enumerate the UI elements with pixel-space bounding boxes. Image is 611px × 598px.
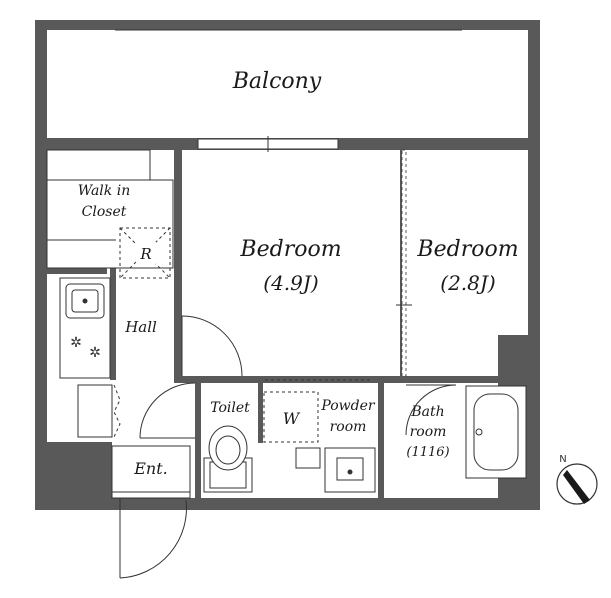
shoe-cabinet bbox=[77, 384, 121, 438]
bath-room-label-line1: Bath bbox=[410, 404, 444, 420]
entrance-area bbox=[111, 445, 191, 493]
windows bbox=[197, 136, 412, 377]
bedroom-small-size: (2.8J) bbox=[440, 271, 495, 295]
vanity-sink bbox=[295, 447, 376, 493]
bedroom-small-label: Bedroom bbox=[416, 237, 518, 262]
walk-in-closet-label-line1: Walk in bbox=[78, 183, 130, 199]
hall-label: Hall bbox=[124, 318, 157, 336]
compass-rose bbox=[556, 463, 598, 505]
kitchen-counter bbox=[59, 277, 111, 379]
balcony-label: Balcony bbox=[232, 69, 322, 94]
bedroom-main-size: (4.9J) bbox=[263, 271, 318, 295]
refrigerator-label: R bbox=[139, 245, 151, 263]
entrance-door bbox=[111, 491, 191, 579]
stove-burner-icon: ✲ bbox=[70, 335, 82, 351]
toilet-label: Toilet bbox=[210, 400, 250, 416]
powder-room-label-line1: Powder bbox=[320, 398, 376, 414]
refrigerator-space bbox=[119, 227, 171, 279]
bath-room-size: (1116) bbox=[406, 445, 449, 460]
door-swings bbox=[139, 315, 457, 439]
toilet-fixture bbox=[203, 425, 253, 493]
bedroom-main-label: Bedroom bbox=[239, 237, 341, 262]
entrance-label: Ent. bbox=[133, 459, 168, 478]
bathtub bbox=[465, 385, 527, 479]
washer-label: W bbox=[283, 409, 301, 428]
stove-burner-icon: ✲ bbox=[89, 345, 101, 361]
washer-space bbox=[263, 391, 319, 443]
compass-north-label: N bbox=[559, 454, 566, 465]
powder-room-label-line2: room bbox=[330, 419, 367, 435]
bath-room-label-line2: room bbox=[410, 424, 447, 440]
walk-in-closet-label-line2: Closet bbox=[82, 204, 127, 220]
